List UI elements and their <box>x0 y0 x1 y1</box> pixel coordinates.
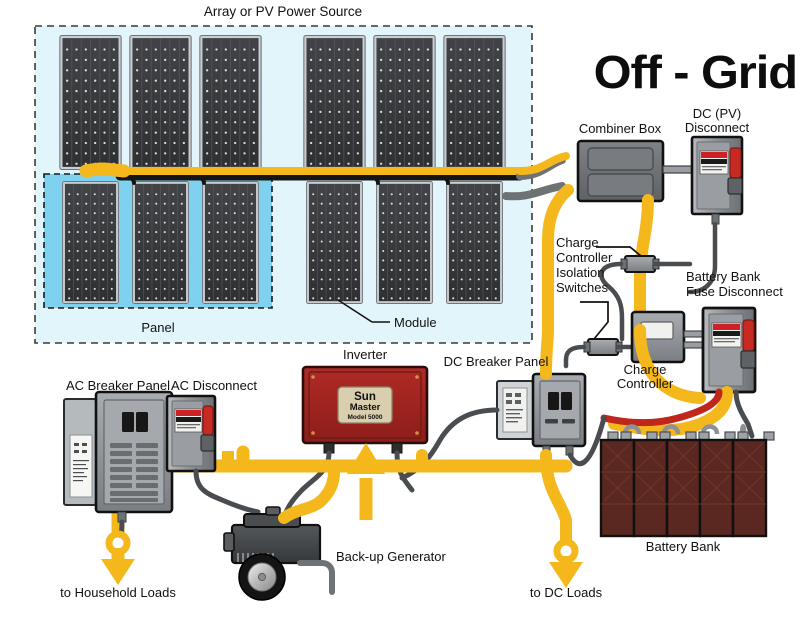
dc-pv-disconnect-label-line2: Disconnect <box>685 120 750 135</box>
backup-generator-label: Back-up Generator <box>336 549 447 564</box>
ac-disconnect[interactable] <box>165 394 261 515</box>
household-loads-label: to Household Loads <box>60 585 176 600</box>
battery-bank-label: Battery Bank <box>646 539 721 554</box>
inverter-model: Model 5000 <box>347 414 382 421</box>
pv-module <box>442 35 507 170</box>
ac-disconnect-lever-handle[interactable] <box>202 405 214 436</box>
household-loads-arrow <box>101 530 135 585</box>
ac-breaker-switches[interactable] <box>110 443 158 502</box>
battery-fuse-label-line2: Fuse Disconnect <box>686 284 783 299</box>
isolation-label-line1: Charge <box>556 235 599 250</box>
ac-panel-label-sheet <box>69 434 93 498</box>
ac-disconnect-label: AC Disconnect <box>171 378 257 393</box>
dc-breaker-panel[interactable] <box>496 372 587 456</box>
combiner-box[interactable] <box>576 139 665 203</box>
array-label: Array or PV Power Source <box>204 4 362 19</box>
pv-module <box>128 35 193 170</box>
pv-module <box>375 181 434 304</box>
battery-bank-fuse-disconnect[interactable] <box>701 306 757 394</box>
pv-module <box>61 181 120 304</box>
battery-terminals <box>607 431 775 441</box>
inverter-brand-line2: Master <box>350 402 381 413</box>
backup-generator[interactable] <box>223 466 340 601</box>
panel-label: Panel <box>141 320 174 335</box>
inverter-nameplate <box>337 386 393 424</box>
pv-module <box>445 181 504 304</box>
dc-pv-disconnect[interactable] <box>687 135 744 295</box>
ac-breaker-panel-label: AC Breaker Panel <box>66 378 170 393</box>
combiner-output-cable <box>634 194 654 336</box>
isolation-label-line3: Isolation <box>556 265 604 280</box>
generator-output-cable <box>278 466 340 524</box>
pv-module <box>131 181 190 304</box>
pv-module <box>302 35 367 170</box>
inverter-label: Inverter <box>343 347 388 362</box>
dc-pv-disconnect-label-line1: DC (PV) <box>693 106 741 121</box>
ac-breaker-panel[interactable] <box>63 390 174 559</box>
pv-module <box>58 35 123 170</box>
leader-lines <box>580 246 642 340</box>
dc-loads-label: to DC Loads <box>530 585 603 600</box>
combiner-box-label: Combiner Box <box>579 121 662 136</box>
dc-loads-arrow <box>549 538 583 588</box>
pv-module <box>372 35 437 170</box>
pv-module <box>201 181 260 304</box>
module-label: Module <box>394 315 437 330</box>
pv-module <box>305 181 364 304</box>
module-leader-line <box>337 299 390 323</box>
battery-bank <box>599 424 775 538</box>
isolation-label-line2: Controller <box>556 250 613 265</box>
inverter[interactable]: Sun Master Model 5000 <box>301 365 429 454</box>
dc-disconnect-output-conduit <box>687 221 718 295</box>
isolation-label-line4: Switches <box>556 280 609 295</box>
page-title: Off - Grid <box>594 47 797 98</box>
combiner-to-dc-disconnect-link <box>662 165 694 174</box>
dc-breaker-panel-label: DC Breaker Panel <box>444 354 549 369</box>
pv-module <box>198 35 263 170</box>
array-to-combiner-cables <box>79 152 570 201</box>
charge-controller-label-line2: Controller <box>617 376 674 391</box>
charge-controller-label-line1: Charge <box>624 362 667 377</box>
generator-handle <box>297 560 335 595</box>
inverter-brand-line1: Sun <box>354 391 376 403</box>
disconnect-lever-handle[interactable] <box>729 147 742 179</box>
battery-fuse-label-line1: Battery Bank <box>686 269 761 284</box>
fuse-disconnect-lever-handle[interactable] <box>742 319 755 352</box>
battery-texture <box>601 442 766 505</box>
